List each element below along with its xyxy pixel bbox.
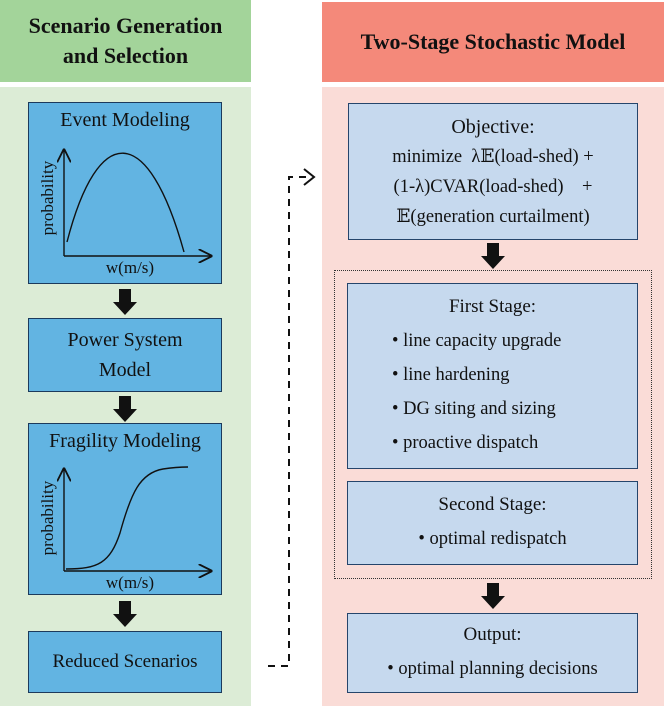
second-stage-item: • optimal redispatch — [418, 529, 567, 549]
first-stage-item: • DG siting and sizing — [392, 399, 556, 419]
down-arrow-4 — [481, 243, 505, 269]
down-arrow-5 — [481, 583, 505, 609]
fragility-modeling-box — [28, 423, 222, 595]
objective-line3: 𝔼(generation curtailment) — [396, 206, 590, 227]
output-box: Output: • optimal planning decisions — [347, 613, 638, 693]
output-title: Output: — [463, 624, 522, 645]
first-stage-item: • proactive dispatch — [392, 433, 539, 453]
dashed-connector-arrow — [268, 168, 316, 667]
first-stage-item: • line capacity upgrade — [392, 331, 562, 351]
second-stage-box: Second Stage: • optimal redispatch — [347, 481, 638, 565]
stage-group-container — [334, 270, 652, 579]
first-stage-list: • line capacity upgrade • line hardening… — [348, 324, 637, 460]
output-item: • optimal planning decisions — [387, 659, 598, 679]
fragility-ylabel: probability — [38, 480, 57, 556]
first-stage-title: First Stage: — [448, 296, 537, 317]
left-column-header: Scenario Generation and Selection — [0, 0, 251, 82]
event-modeling-title: Event Modeling — [60, 109, 190, 131]
objective-box: Objective: minimize λ𝔼(load-shed) + (1-λ… — [348, 103, 638, 240]
psm-line1: Power System — [67, 329, 183, 351]
reduced-scenarios-label: Reduced Scenarios — [52, 651, 198, 672]
event-xlabel: w(m/s) — [105, 258, 155, 277]
left-header-line1: Scenario Generation — [28, 13, 223, 38]
psm-line2: Model — [98, 359, 152, 381]
right-column-header: Two-Stage Stochastic Model — [322, 2, 664, 82]
down-arrow-1 — [113, 289, 137, 315]
objective-line2: (1-λ)CVAR(load-shed) + — [393, 176, 593, 197]
first-stage-box: First Stage: • line capacity upgrade • l… — [347, 283, 638, 469]
event-ylabel: probability — [38, 160, 57, 236]
left-header-line2: and Selection — [62, 43, 189, 68]
event-modeling-box — [28, 102, 222, 284]
fragility-curve — [65, 466, 189, 570]
fragility-xlabel: w(m/s) — [105, 573, 155, 592]
second-stage-title: Second Stage: — [438, 494, 547, 515]
fragility-plot — [28, 466, 222, 595]
event-pdf-curve — [66, 152, 185, 253]
reduced-scenarios-box: Reduced Scenarios — [28, 631, 222, 693]
objective-line1: minimize λ𝔼(load-shed) + — [392, 146, 594, 167]
fragility-modeling-title: Fragility Modeling — [49, 430, 201, 452]
down-arrow-2 — [113, 396, 137, 422]
down-arrow-3 — [113, 601, 137, 627]
right-header-text: Two-Stage Stochastic Model — [360, 29, 626, 54]
power-system-model-box: Power System Model — [28, 318, 222, 392]
event-modeling-plot — [28, 102, 222, 284]
first-stage-item: • line hardening — [392, 365, 510, 385]
objective-title: Objective: — [451, 115, 535, 138]
